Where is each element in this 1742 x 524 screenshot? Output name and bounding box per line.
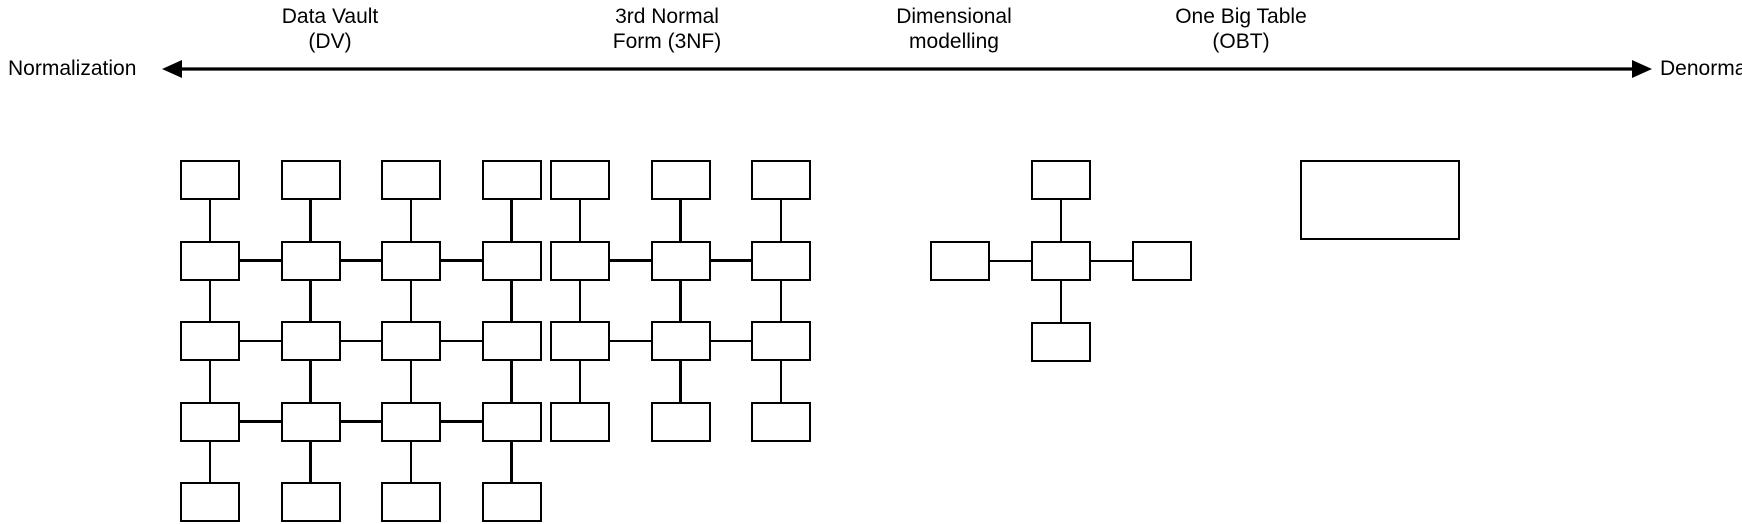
table-box[interactable] <box>180 401 240 442</box>
table-box[interactable] <box>381 482 441 522</box>
connector-line-vertical <box>510 361 513 402</box>
connector-line-horizontal <box>610 259 651 262</box>
table-box[interactable] <box>381 240 441 281</box>
connector-line-horizontal <box>710 259 751 262</box>
table-box[interactable] <box>650 240 711 281</box>
table-box[interactable] <box>481 482 542 522</box>
connector-line-horizontal <box>1091 259 1132 263</box>
table-box[interactable] <box>550 240 610 281</box>
table-box-dimension-right[interactable] <box>1132 241 1192 281</box>
connector-line-vertical <box>208 361 212 402</box>
connector-line-vertical <box>409 200 413 241</box>
table-box[interactable] <box>280 240 341 281</box>
table-box[interactable] <box>550 160 610 200</box>
connector-line-vertical <box>779 200 783 241</box>
table-box[interactable] <box>550 401 610 442</box>
axis-label-denormalization: Denormalization <box>1660 57 1742 80</box>
connector-line-vertical <box>1059 281 1063 322</box>
stage-label-data-vault: Data Vault (DV) <box>281 5 379 53</box>
table-box[interactable] <box>381 160 441 200</box>
table-box[interactable] <box>280 160 341 200</box>
table-box[interactable] <box>481 240 542 281</box>
table-box-fact-center[interactable] <box>1031 241 1091 281</box>
table-box[interactable] <box>650 401 711 442</box>
table-box[interactable] <box>180 240 240 281</box>
table-box[interactable] <box>180 160 240 200</box>
connector-line-vertical <box>409 441 413 482</box>
table-box[interactable] <box>481 321 542 361</box>
connector-line-vertical <box>578 361 582 402</box>
table-box-obt[interactable] <box>1300 160 1460 240</box>
connector-line-vertical <box>679 280 682 321</box>
table-box[interactable] <box>650 321 711 361</box>
table-box[interactable] <box>180 482 240 522</box>
connector-line-vertical <box>578 200 582 241</box>
connector-line-vertical <box>679 361 682 402</box>
connector-line-vertical <box>510 441 513 482</box>
connector-line-vertical <box>510 280 513 321</box>
normalization-spectrum-arrow <box>162 52 1652 86</box>
stage-label-dimensional-modelling: Dimensional modelling <box>896 5 1012 53</box>
table-box[interactable] <box>180 321 240 361</box>
double-arrow-icon <box>162 60 1652 78</box>
table-box[interactable] <box>751 160 811 200</box>
connector-line-horizontal <box>441 339 482 343</box>
connector-line-vertical <box>309 200 312 241</box>
connector-line-horizontal <box>240 339 281 343</box>
connector-line-vertical <box>1059 200 1063 241</box>
connector-line-horizontal <box>610 339 651 343</box>
connector-line-vertical <box>309 361 312 402</box>
connector-line-horizontal <box>990 259 1031 263</box>
connector-line-vertical <box>208 441 212 482</box>
connector-line-horizontal <box>340 259 381 262</box>
table-box[interactable] <box>280 321 341 361</box>
connector-line-vertical <box>208 280 212 321</box>
connector-line-vertical <box>409 361 413 402</box>
connector-line-vertical <box>679 200 682 241</box>
connector-line-vertical <box>578 280 582 321</box>
axis-label-normalization: Normalization <box>8 57 137 80</box>
table-box[interactable] <box>481 401 542 442</box>
table-box[interactable] <box>280 482 341 522</box>
table-box[interactable] <box>550 321 610 361</box>
table-box[interactable] <box>481 160 542 200</box>
connector-line-vertical <box>309 441 312 482</box>
table-box-dimension-top[interactable] <box>1031 160 1091 200</box>
stage-label-third-normal-form: 3rd Normal Form (3NF) <box>612 5 722 53</box>
connector-line-vertical <box>510 200 513 241</box>
connector-line-vertical <box>409 280 413 321</box>
connector-line-horizontal <box>240 259 281 262</box>
connector-line-vertical <box>779 280 783 321</box>
table-box[interactable] <box>751 240 811 281</box>
table-box-dimension-left[interactable] <box>930 241 990 281</box>
table-box-dimension-bottom[interactable] <box>1031 322 1091 362</box>
table-box[interactable] <box>650 160 711 200</box>
table-box[interactable] <box>280 401 341 442</box>
connector-line-horizontal <box>710 339 751 343</box>
table-box[interactable] <box>381 401 441 442</box>
connector-line-horizontal <box>340 420 381 423</box>
connector-line-horizontal <box>441 259 482 262</box>
connector-line-horizontal <box>340 339 381 343</box>
table-box[interactable] <box>751 401 811 442</box>
connector-line-horizontal <box>240 420 281 423</box>
connector-line-vertical <box>309 280 312 321</box>
table-box[interactable] <box>751 321 811 361</box>
connector-line-horizontal <box>441 420 482 423</box>
stage-label-one-big-table: One Big Table (OBT) <box>1175 5 1307 53</box>
connector-line-vertical <box>208 200 212 241</box>
table-box[interactable] <box>381 321 441 361</box>
connector-line-vertical <box>779 361 783 402</box>
